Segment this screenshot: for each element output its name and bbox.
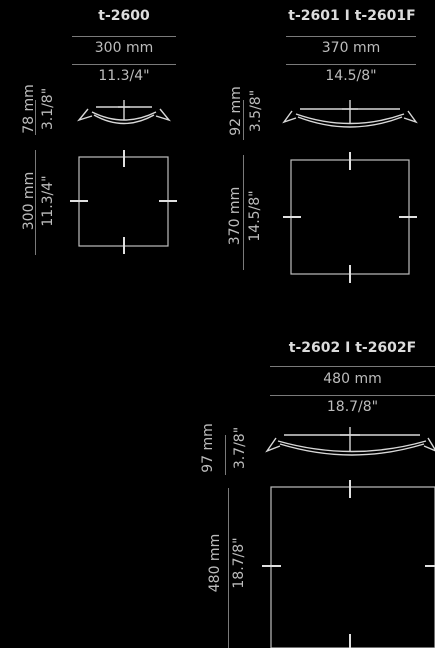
width-in: 11.3/4" bbox=[98, 68, 150, 84]
product-title: t-2601 I t-2601F bbox=[288, 8, 416, 24]
height-divider bbox=[243, 100, 244, 140]
side-divider bbox=[243, 155, 244, 270]
product-title: t-2600 bbox=[98, 8, 150, 24]
width-in: 14.5/8" bbox=[325, 68, 377, 84]
height-divider bbox=[225, 435, 226, 475]
divider bbox=[72, 64, 176, 65]
side-in: 18.7/8" bbox=[231, 537, 247, 589]
side-in: 14.5/8" bbox=[247, 190, 263, 242]
width-mm: 300 mm bbox=[94, 40, 154, 56]
divider bbox=[72, 36, 176, 37]
divider bbox=[270, 366, 435, 367]
side-divider bbox=[228, 488, 229, 648]
height-mm: 92 mm bbox=[228, 86, 244, 136]
width-mm: 480 mm bbox=[323, 371, 382, 387]
product-title: t-2602 I t-2602F bbox=[288, 340, 417, 356]
width-mm: 370 mm bbox=[321, 40, 381, 56]
side-divider bbox=[35, 150, 36, 255]
height-in: 3.7/8" bbox=[232, 426, 248, 470]
side-mm: 480 mm bbox=[207, 533, 223, 593]
width-in: 18.7/8" bbox=[326, 399, 379, 415]
divider bbox=[270, 395, 435, 396]
height-divider bbox=[35, 100, 36, 135]
height-in: 3.5/8" bbox=[248, 89, 264, 133]
divider bbox=[286, 36, 416, 37]
side-in: 11.3/4" bbox=[40, 175, 56, 227]
side-mm: 370 mm bbox=[227, 186, 243, 246]
divider bbox=[286, 64, 416, 65]
height-mm: 97 mm bbox=[200, 423, 216, 473]
height-in: 3.1/8" bbox=[40, 87, 56, 131]
